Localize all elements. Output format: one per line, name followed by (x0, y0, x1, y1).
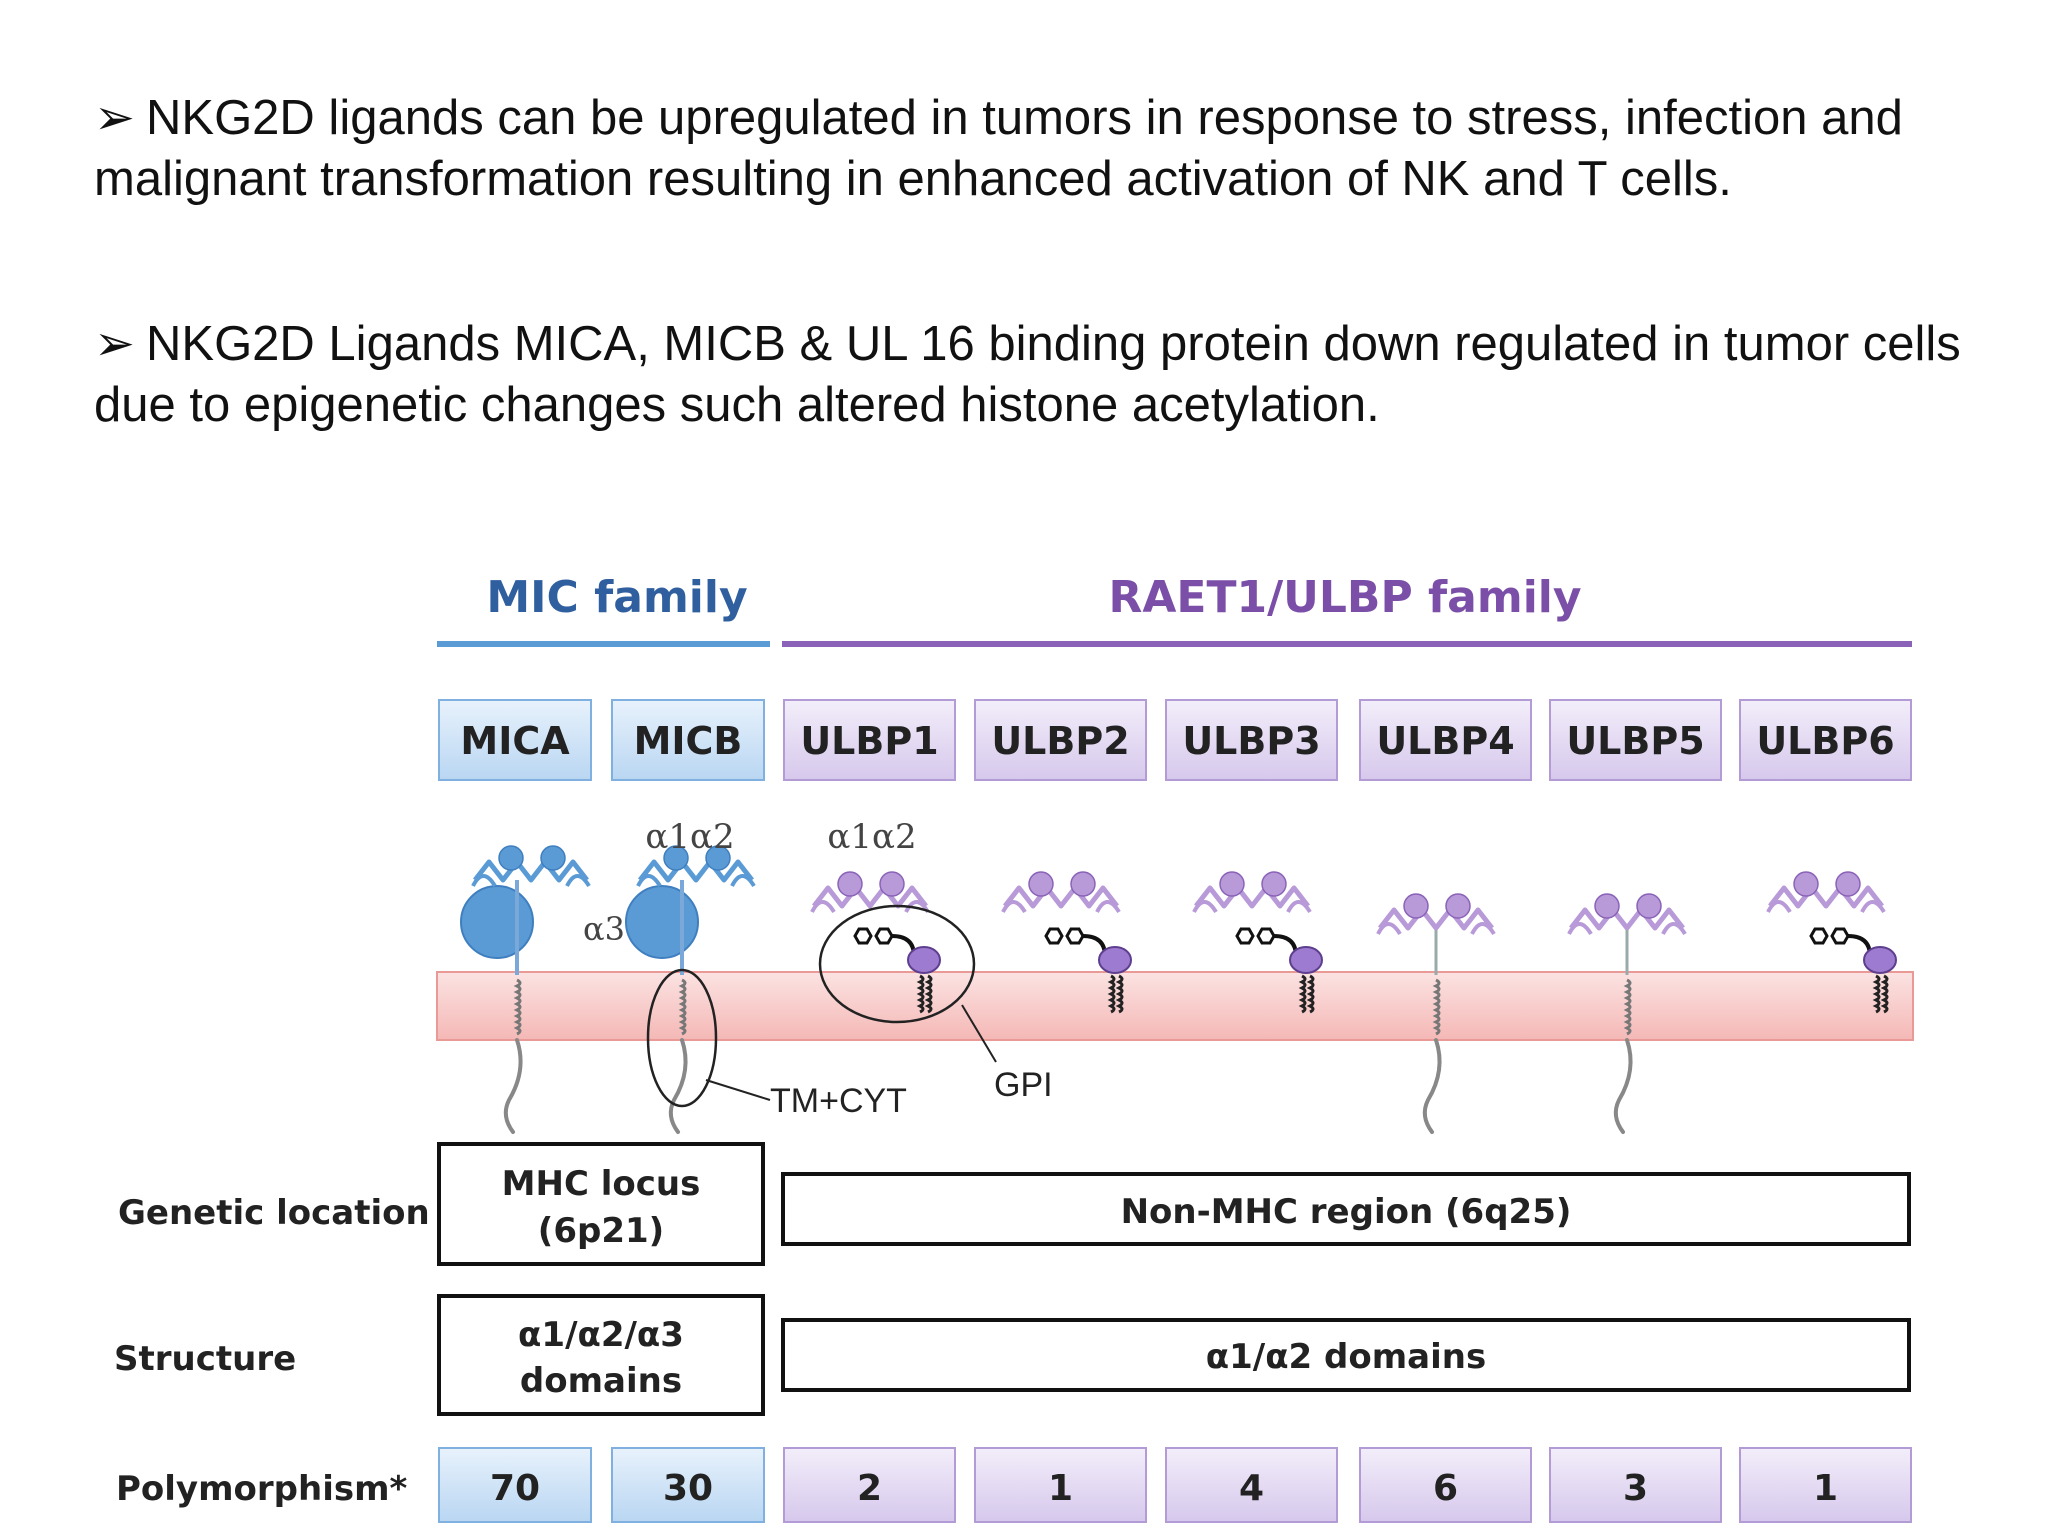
molecule-ulbp2 (1001, 871, 1132, 1014)
cell-membrane (436, 971, 1914, 1041)
ligand-name-ulbp1: ULBP1 (800, 719, 938, 763)
genetic-location-mic-line2: (6p21) (538, 1211, 664, 1251)
row-label-polymorphism: Polymorphism* (116, 1469, 408, 1509)
molecule-ulbp6 (1766, 871, 1897, 1014)
label-tm-cyt: TM+CYT (770, 1082, 907, 1120)
molecule-ulbp5 (1567, 893, 1687, 1134)
gpi-highlight (818, 904, 976, 1024)
structure-mic-line1: α1/α2/α3 (518, 1315, 684, 1355)
polymorphism-box-ulbp2 (974, 1447, 1147, 1523)
mic-family-title: MIC family (486, 572, 747, 623)
bullet-arrow-icon: ➢ (94, 91, 136, 145)
ligand-box-ulbp2 (974, 699, 1147, 781)
tm-cyt-pointer (705, 1079, 771, 1101)
polymorphism-box-ulbp1 (783, 1447, 956, 1523)
structure-raet-text: α1/α2 domains (1206, 1337, 1486, 1377)
polymorphism-value-ulbp6: 1 (1813, 1468, 1838, 1509)
polymorphism-value-ulbp2: 1 (1048, 1468, 1073, 1509)
label-a1a2-ulbp: α1α2 (827, 817, 916, 857)
label-a1a2-mic: α1α2 (645, 817, 734, 857)
polymorphism-value-micb: 30 (663, 1468, 713, 1509)
genetic-location-mic-line1: MHC locus (502, 1164, 701, 1204)
ligand-name-ulbp3: ULBP3 (1182, 719, 1320, 763)
polymorphism-box-ulbp5 (1549, 1447, 1722, 1523)
bullet-downregulation: ➢NKG2D Ligands MICA, MICB & UL 16 bindin… (94, 314, 1994, 436)
row-label-structure: Structure (114, 1339, 296, 1379)
ligand-name-mica: MICA (460, 719, 570, 763)
polymorphism-box-ulbp3 (1165, 1447, 1338, 1523)
tm-cyt-highlight (646, 968, 718, 1108)
polymorphism-box-micb (611, 1447, 765, 1523)
ligand-molecules (460, 845, 1897, 1134)
ligand-name-ulbp5: ULBP5 (1566, 719, 1704, 763)
polymorphism-value-ulbp5: 3 (1623, 1468, 1648, 1509)
ligand-box-ulbp5 (1549, 699, 1722, 781)
ligand-name-micb: MICB (634, 719, 743, 763)
molecule-ulbp4 (1376, 893, 1496, 1134)
bullet-text: NKG2D ligands can be upregulated in tumo… (94, 91, 1903, 206)
ligand-box-ulbp1 (783, 699, 956, 781)
ligand-name-ulbp2: ULBP2 (991, 719, 1129, 763)
genetic-location-raet-box (781, 1172, 1911, 1246)
ligand-name-ulbp4: ULBP4 (1376, 719, 1514, 763)
genetic-location-raet-text: Non-MHC region (6q25) (1121, 1192, 1572, 1232)
molecule-micb (625, 845, 756, 1134)
structure-mic-line2: domains (520, 1361, 682, 1401)
polymorphism-boxes: 70 30 2 1 4 6 3 1 (438, 1447, 1912, 1523)
molecule-ulbp3 (1192, 871, 1323, 1014)
bullet-text: NKG2D Ligands MICA, MICB & UL 16 binding… (94, 317, 1961, 432)
ligand-box-ulbp3 (1165, 699, 1338, 781)
structure-mic-box (437, 1294, 765, 1416)
polymorphism-value-ulbp1: 2 (857, 1468, 882, 1509)
bullet-arrow-icon: ➢ (94, 317, 136, 371)
polymorphism-value-mica: 70 (490, 1468, 540, 1509)
genetic-location-mic-box (437, 1142, 765, 1266)
ligand-box-ulbp4 (1359, 699, 1532, 781)
polymorphism-box-mica (438, 1447, 592, 1523)
gpi-pointer (961, 1004, 997, 1063)
polymorphism-box-ulbp4 (1359, 1447, 1532, 1523)
ligand-box-mica (438, 699, 592, 781)
ligand-box-micb (611, 699, 765, 781)
ligand-box-ulbp6 (1739, 699, 1912, 781)
ligand-name-ulbp6: ULBP6 (1756, 719, 1894, 763)
polymorphism-value-ulbp3: 4 (1239, 1468, 1264, 1509)
raet-family-title: RAET1/ULBP family (1108, 572, 1581, 623)
structure-raet-box (781, 1318, 1911, 1392)
ligand-boxes: MICA MICB ULBP1 ULBP2 ULBP3 ULBP4 ULBP5 ULBP6 (438, 699, 1912, 781)
polymorphism-box-ulbp6 (1739, 1447, 1912, 1523)
polymorphism-value-ulbp4: 6 (1433, 1468, 1458, 1509)
bullet-upregulation: ➢NKG2D ligands can be upregulated in tum… (94, 88, 1994, 210)
label-a3: α3 (583, 910, 625, 948)
row-label-genetic-location: Genetic location (118, 1193, 430, 1233)
label-gpi: GPI (994, 1066, 1053, 1104)
molecule-mica (460, 845, 591, 1134)
